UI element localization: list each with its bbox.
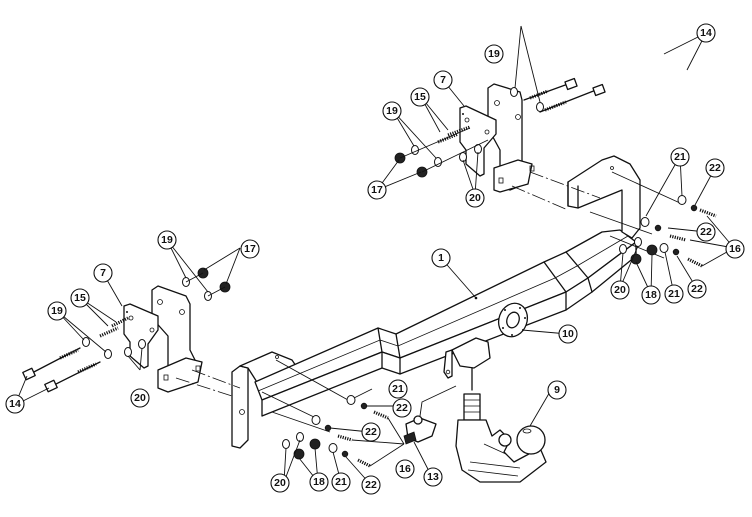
callout-22: 22 [696,222,716,242]
callout-20: 20 [610,280,630,300]
callout-label: 21 [674,151,686,163]
callout-label: 17 [244,243,256,255]
callout-14: 14 [5,394,25,414]
callout-7: 7 [93,263,113,283]
callout-label: 14 [9,398,21,410]
callout-label: 15 [414,91,426,103]
callout-19: 19 [382,101,402,121]
callout-21: 21 [331,472,351,492]
callout-label: 21 [668,288,680,300]
callout-17: 17 [367,180,387,200]
callout-label: 9 [554,384,560,396]
callout-22: 22 [392,398,412,418]
callout-label: 18 [645,289,657,301]
callout-label: 7 [100,267,106,279]
right-bracket-assembly [394,77,606,211]
callout-18: 18 [309,472,329,492]
socket-plate [497,302,529,338]
callout-label: 16 [399,463,411,475]
callout-20: 20 [130,388,150,408]
callout-label: 21 [335,476,347,488]
callouts: 1 7 7 9 10 13 14 14 15 15 16 16 17 17 18… [5,23,745,495]
crossbar [231,155,641,449]
callout-label: 20 [274,477,286,489]
callout-14: 14 [696,23,716,43]
callout-18: 18 [641,285,661,305]
callout-label: 21 [392,383,404,395]
callout-7: 7 [433,70,453,90]
callout-21: 21 [664,284,684,304]
callout-17: 17 [240,239,260,259]
right-end-hardware [589,171,717,268]
callout-22: 22 [361,475,381,495]
callout-21: 21 [388,379,408,399]
callout-label: 10 [562,328,574,340]
callout-label: 19 [488,48,500,60]
callout-20: 20 [270,473,290,493]
callout-22: 22 [687,279,707,299]
callout-label: 22 [365,426,377,438]
left-end-hardware [261,359,389,468]
callout-label: 22 [700,226,712,238]
callout-16: 16 [725,239,745,259]
tow-ball-mount [443,337,491,391]
tow-ball-assembly [455,393,547,483]
callout-label: 17 [371,184,383,196]
callout-15: 15 [410,87,430,107]
callout-label: 1 [438,252,444,264]
callout-13: 13 [423,467,443,487]
left-bracket-assembly [22,267,241,397]
callout-label: 18 [313,476,325,488]
callout-19: 19 [157,230,177,250]
callout-label: 14 [700,27,712,39]
callout-label: 22 [709,162,721,174]
callout-label: 22 [691,283,703,295]
callout-9: 9 [547,380,567,400]
callout-label: 20 [469,192,481,204]
callout-label: 7 [440,74,446,86]
callout-20: 20 [465,188,485,208]
callout-19: 19 [484,44,504,64]
callout-label: 20 [614,284,626,296]
callout-16: 16 [395,459,415,479]
callout-22: 22 [705,158,725,178]
callout-1: 1 [431,248,451,268]
callout-15: 15 [70,288,90,308]
callout-10: 10 [558,324,578,344]
callout-label: 13 [427,471,439,483]
callout-label: 15 [74,292,86,304]
callout-21: 21 [670,147,690,167]
callout-label: 20 [134,392,146,404]
callout-label: 22 [396,402,408,414]
callout-19: 19 [47,301,67,321]
callout-label: 22 [365,479,377,491]
callout-label: 19 [386,105,398,117]
callout-label: 16 [729,243,741,255]
callout-label: 19 [161,234,173,246]
callout-label: 19 [51,305,63,317]
callout-22: 22 [361,422,381,442]
socket-clip [403,385,457,445]
